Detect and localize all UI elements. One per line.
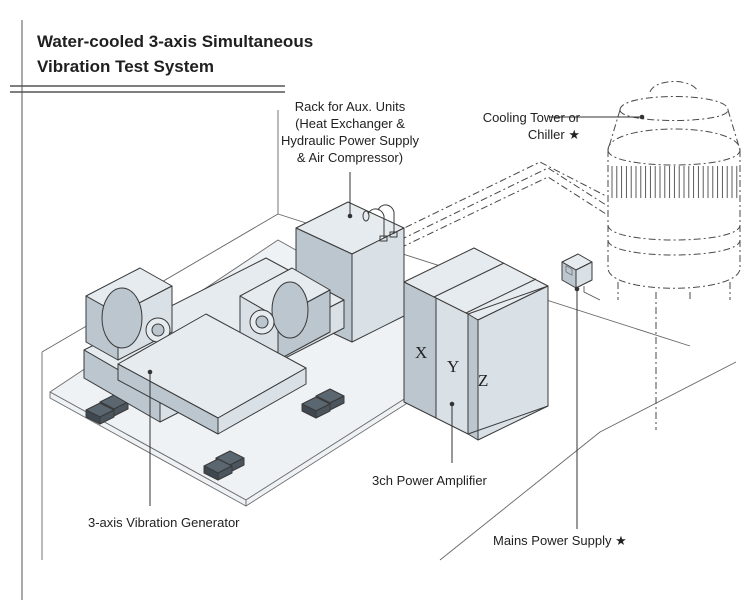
diagram-title-line-1: Water-cooled 3-axis Simultaneous [37, 32, 314, 51]
left-actuator-shaft [151, 323, 165, 337]
rack-pipe-fittings [362, 204, 398, 242]
rack-label-line-2: (Heat Exchanger & [295, 116, 405, 131]
power-amplifier-cabinet [403, 247, 549, 441]
mains-power-supply-box [561, 253, 593, 289]
vibration-generator-label: 3-axis Vibration Generator [88, 515, 240, 530]
right-actuator-coil [271, 281, 309, 339]
mains-cable [583, 286, 601, 301]
axis-label-y: Y [447, 357, 460, 376]
power-amplifier-label: 3ch Power Amplifier [372, 473, 487, 488]
mains-power-supply-label: Mains Power Supply ★ [493, 533, 627, 548]
title-rule [10, 85, 285, 93]
diagram-title-line-2: Vibration Test System [37, 57, 214, 76]
cooling-tower-louvres [611, 166, 738, 198]
cooling-tower [607, 81, 741, 430]
left-actuator-coil [101, 287, 143, 349]
right-actuator-shaft [255, 315, 269, 329]
leader-lines [149, 116, 642, 529]
vibration-table-right [217, 367, 307, 435]
rack-label: Rack for Aux. Units (Heat Exchanger & Hy… [270, 98, 430, 166]
isolation-foot-side [217, 465, 233, 481]
axis-label-x: X [415, 343, 428, 362]
coolant-piping [391, 161, 607, 249]
cooling-tower-label-line-2: Chiller ★ [527, 127, 580, 142]
rack-label-line-4: & Air Compressor) [296, 150, 404, 165]
rack-label-line-1: Rack for Aux. Units [294, 99, 406, 114]
cooling-tower-label: Cooling Tower or Chiller ★ [440, 109, 580, 143]
isolation-foot-side [99, 409, 115, 425]
isolation-foot-side [315, 403, 331, 419]
vibration-generator [83, 257, 345, 481]
axis-label-z: Z [478, 371, 489, 390]
cooling-tower-label-line-1: Cooling Tower or [482, 110, 580, 125]
leader-dots [147, 114, 645, 407]
rack-label-line-3: Hydraulic Power Supply [280, 133, 419, 148]
